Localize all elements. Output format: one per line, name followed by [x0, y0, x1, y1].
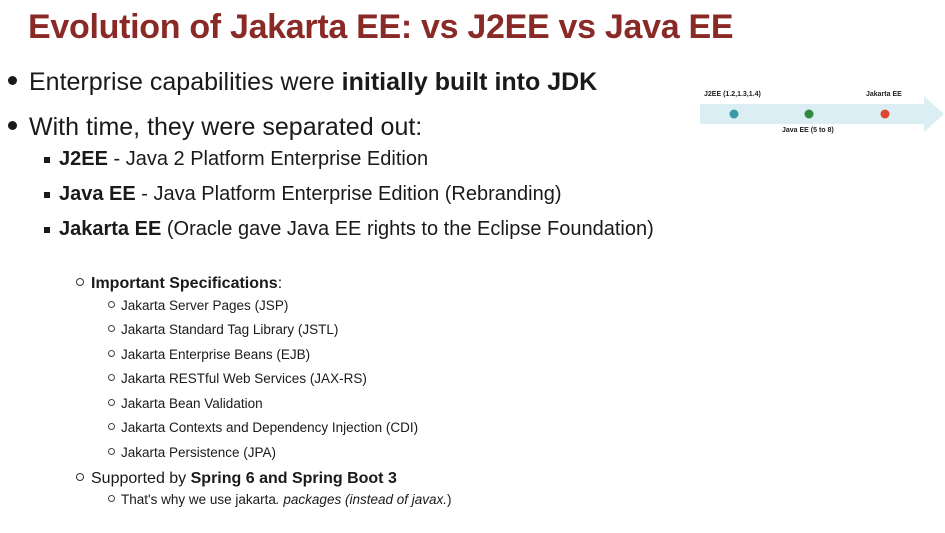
- bullet-text: Enterprise capabilities were: [29, 68, 342, 96]
- j2ee-dot: [729, 109, 739, 119]
- page-title: Evolution of Jakarta EE: vs J2EE vs Java…: [28, 8, 734, 46]
- square-bullet: [44, 192, 50, 198]
- item-text: - Java 2 Platform Enterprise Edition: [107, 148, 429, 170]
- bullet-separated-out: With time, they were separated out:: [8, 113, 422, 142]
- timeline-label-j2ee: J2EE (1.2,1.3,1.4): [704, 91, 761, 98]
- important-specifications: Important Specifications:: [76, 275, 282, 293]
- bullet-dot: [8, 75, 17, 85]
- item-bold: Java EE: [59, 183, 136, 205]
- spec-item: Jakarta RESTful Web Services (JAX-RS): [108, 371, 367, 386]
- spec-item: Jakarta Bean Validation: [108, 396, 263, 411]
- timeline-diagram: J2EE (1.2,1.3,1.4) Java EE (5 to 8) Jaka…: [696, 88, 945, 144]
- spec-text: Jakarta RESTful Web Services (JAX-RS): [121, 371, 367, 386]
- circle-bullet: [108, 324, 115, 332]
- item-text: - Java Platform Enterprise Edition (Rebr…: [135, 183, 562, 205]
- item-bold: J2EE: [59, 148, 108, 170]
- item-bold: Jakarta EE: [59, 218, 162, 240]
- square-bullet: [44, 157, 50, 163]
- circle-bullet: [76, 277, 84, 286]
- spec-text: Jakarta Server Pages (JSP): [121, 298, 289, 313]
- why-close: ): [447, 492, 452, 507]
- why-jakarta: That's why we use jakarta. packages (ins…: [108, 492, 452, 507]
- spec-text: Jakarta Persistence (JPA): [121, 445, 277, 460]
- spec-text: Jakarta Contexts and Dependency Injectio…: [121, 420, 419, 435]
- supported-bold: Spring 6 and Spring Boot 3: [190, 470, 397, 487]
- circle-bullet: [108, 349, 115, 357]
- spec-item: Jakarta Enterprise Beans (EJB): [108, 347, 310, 362]
- supported-by: Supported by Spring 6 and Spring Boot 3: [76, 470, 397, 488]
- circle-bullet: [76, 472, 84, 481]
- spec-text: Jakarta Bean Validation: [121, 396, 263, 411]
- supported-text: Supported by: [91, 470, 191, 487]
- bullet-text: With time, they were separated out:: [29, 113, 423, 141]
- timeline-label-jakarta: Jakarta EE: [866, 91, 902, 98]
- spec-text: Jakarta Standard Tag Library (JSTL): [121, 322, 339, 337]
- circle-bullet: [108, 494, 115, 502]
- important-bold: Important Specifications: [91, 275, 278, 292]
- why-text: That's why we use jakarta: [121, 492, 276, 507]
- bullet-initially-built: Enterprise capabilities were initially b…: [8, 68, 597, 97]
- circle-bullet: [108, 447, 115, 455]
- circle-bullet: [108, 300, 115, 308]
- arrow-shape: [700, 96, 944, 132]
- spec-item: Jakarta Server Pages (JSP): [108, 298, 288, 313]
- why-italic: . packages (instead of javax.: [275, 492, 448, 507]
- square-bullet: [44, 227, 50, 233]
- circle-bullet: [108, 373, 115, 381]
- timeline-label-javaee: Java EE (5 to 8): [782, 127, 834, 134]
- spec-text: Jakarta Enterprise Beans (EJB): [121, 347, 311, 362]
- spec-item: Jakarta Persistence (JPA): [108, 445, 276, 460]
- circle-bullet: [108, 422, 115, 430]
- bullet-dot: [8, 120, 17, 130]
- item-text: (Oracle gave Java EE rights to the Eclip…: [161, 218, 654, 240]
- timeline-arrow: [700, 96, 944, 132]
- circle-bullet: [108, 398, 115, 406]
- jakarta-dot: [880, 109, 890, 119]
- spec-item: Jakarta Standard Tag Library (JSTL): [108, 322, 338, 337]
- spec-item: Jakarta Contexts and Dependency Injectio…: [108, 420, 418, 435]
- bullet-bold-text: initially built into JDK: [341, 68, 598, 96]
- javaee-dot: [804, 109, 814, 119]
- important-suffix: :: [277, 275, 283, 292]
